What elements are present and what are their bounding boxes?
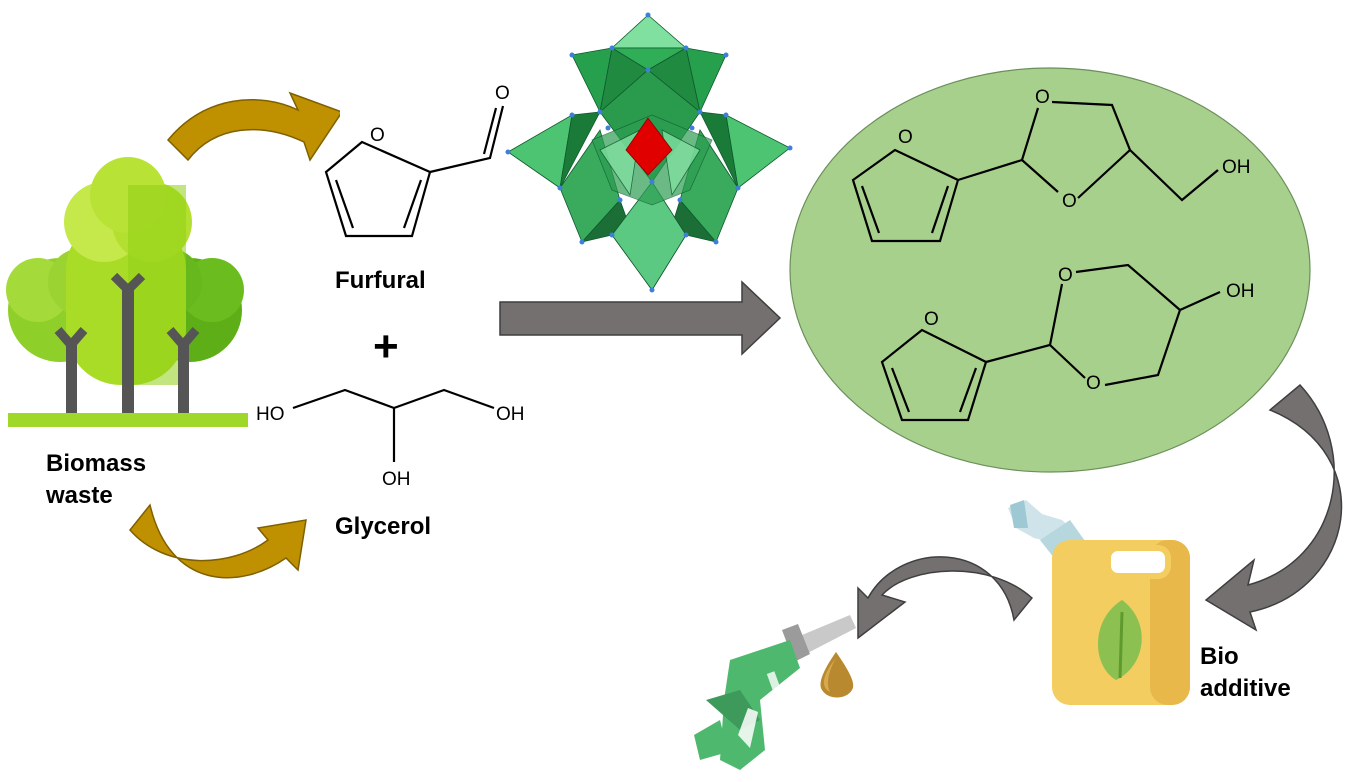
atom-dioxolane-o-top: O <box>1035 87 1050 108</box>
atom-glycerol-oh-bottom: OH <box>382 469 411 490</box>
gold-arrows <box>129 91 340 579</box>
polyoxometalate-catalyst-icon <box>505 12 793 293</box>
dioxane-product-structure <box>880 263 1221 422</box>
gold-arrow-bottom <box>129 503 307 579</box>
gray-arrow-down <box>1204 383 1343 632</box>
label-bio-line1: Bio <box>1200 643 1239 670</box>
atom-dioxane-oh: OH <box>1226 281 1255 302</box>
atom-dioxane-o-top: O <box>1058 265 1073 286</box>
label-bio-line2: additive <box>1200 675 1291 702</box>
gold-arrow-top <box>166 91 340 162</box>
atom-furfural-ring-o: O <box>370 125 385 146</box>
catalyst-core <box>625 117 673 176</box>
label-plus: + <box>373 322 399 371</box>
gray-arrow-right <box>499 280 782 356</box>
fuel-nozzle-icon <box>694 615 856 770</box>
gray-arrow-left <box>857 556 1034 640</box>
label-furfural: Furfural <box>335 267 426 294</box>
product-ellipse <box>789 67 1311 473</box>
atom-dioxane-furan-o: O <box>924 309 939 330</box>
furfural-structure <box>324 105 505 238</box>
dioxolane-product-structure <box>851 100 1219 243</box>
gray-curved-arrows <box>857 383 1343 640</box>
atom-dioxolane-oh: OH <box>1222 157 1251 178</box>
atom-dioxolane-o-bottom: O <box>1062 191 1077 212</box>
atom-dioxolane-furan-o: O <box>898 127 913 148</box>
glycerol-structure <box>292 388 495 462</box>
atom-furfural-aldehyde-o: O <box>495 83 510 104</box>
oil-drop-icon <box>820 652 854 698</box>
furfural-glycerol-structures <box>292 105 505 462</box>
label-biomass-line2: waste <box>46 482 113 509</box>
atom-glycerol-oh-right: OH <box>496 404 525 425</box>
label-glycerol: Glycerol <box>335 513 432 540</box>
biomass-trees-icon <box>6 157 248 427</box>
atom-dioxane-o-bottom: O <box>1086 373 1101 394</box>
atom-glycerol-ho-left: HO <box>256 404 285 425</box>
label-biomass-line1: Biomass <box>46 450 147 477</box>
